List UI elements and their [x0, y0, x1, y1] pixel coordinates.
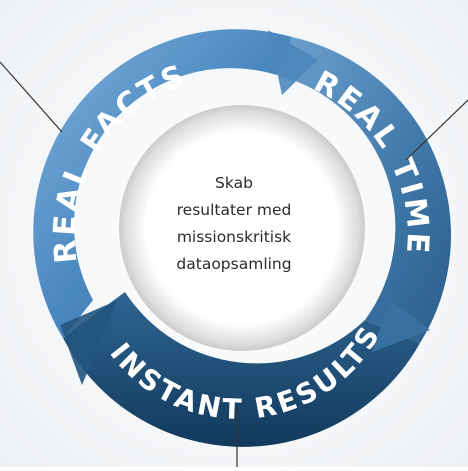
center-line-1: Skab — [215, 174, 253, 192]
center-line-3: missionskritisk — [176, 228, 292, 246]
arrow-head-bottom — [60, 300, 118, 385]
segment-real-facts — [33, 29, 292, 338]
segment-real-time — [277, 37, 452, 343]
leader-line-left — [0, 61, 63, 133]
segment-instant-results — [63, 292, 420, 447]
center-caption: Skab resultater med missionskritisk data… — [124, 170, 344, 278]
center-line-4: dataopsamling — [176, 255, 292, 273]
center-disc-shadow — [119, 105, 365, 351]
center-line-2: resultater med — [176, 201, 292, 219]
leader-line-right — [405, 99, 468, 161]
arrow-head-right — [372, 300, 430, 352]
arrow-head-top — [268, 30, 318, 95]
